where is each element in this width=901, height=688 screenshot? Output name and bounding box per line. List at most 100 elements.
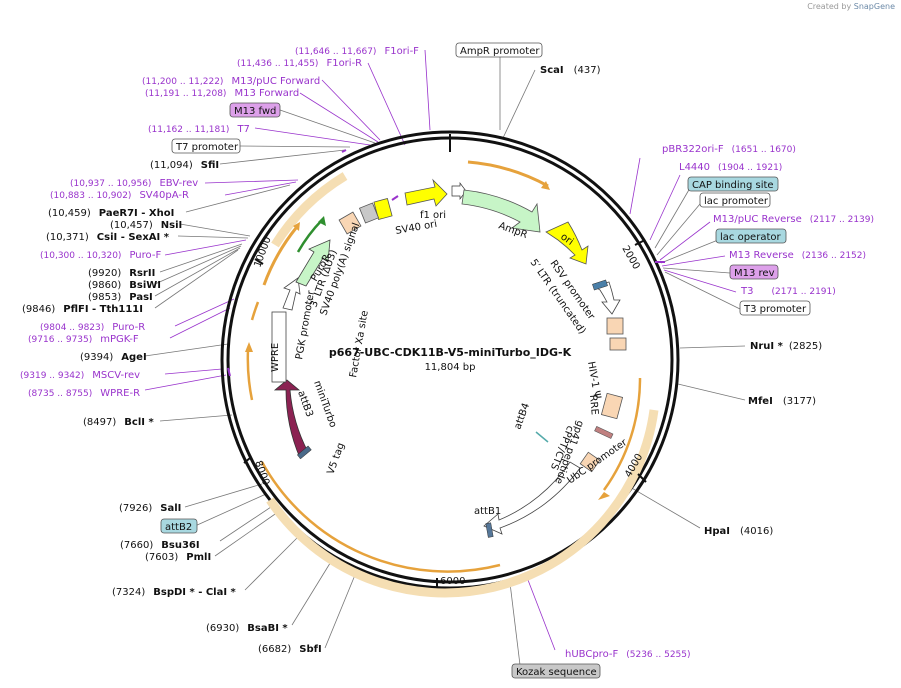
enzyme-pflfi: (9846)PflFI - Tth111I	[22, 304, 143, 315]
label-factor-xa: Factor Xa site	[348, 310, 371, 379]
leader-hpai	[629, 486, 701, 529]
leader-pbr322ori	[629, 157, 641, 215]
wpre-box	[271, 311, 287, 383]
leader-lac-promoter	[656, 203, 701, 256]
leader-t7	[254, 127, 371, 146]
enzyme-csii: (10,371)CsiI - SexAI *	[46, 232, 170, 243]
enzyme-bsiwi: (9860)BsiWI	[88, 280, 161, 291]
leader-m13puc-forward	[321, 79, 381, 141]
orf-arrow-left	[246, 349, 254, 401]
leader-scai	[502, 69, 536, 139]
leader-sv40pa	[224, 181, 297, 196]
primer-pbr322ori: pBR322ori-F(1651 .. 1670)	[662, 144, 796, 155]
orf-band-left	[271, 172, 348, 248]
leader-bsu36i	[219, 504, 275, 542]
box-kozak: Kozak sequence	[516, 667, 597, 678]
snapgene-brand: Created by SnapGene	[807, 2, 895, 11]
plasmid-backbone	[220, 130, 680, 598]
label-miniturbo: miniTurbo	[311, 379, 338, 429]
features	[227, 149, 665, 538]
pgk-promoter-arrow	[282, 277, 301, 311]
gp41-box	[594, 425, 614, 439]
enzyme-sfii: (11,094)SfiI	[150, 160, 219, 171]
leader-m13-rev-primer	[661, 255, 726, 267]
gray-box-feature	[358, 202, 380, 224]
leader-attb2	[194, 493, 267, 527]
primer-hubcpro-f: hUBCpro-F(5236 .. 5255)	[565, 649, 691, 660]
leader-t7-promoter	[239, 145, 351, 148]
leader-sfii	[219, 149, 346, 165]
cppt-box	[579, 451, 601, 473]
leader-sbfi	[324, 574, 356, 649]
label-wpre: WPRE	[270, 343, 281, 372]
sv40-ori-box	[373, 198, 393, 220]
plasmid-name: p667-UBC-CDK11B-V5-miniTurbo_IDG-K	[329, 346, 572, 359]
enzyme-sali: (7926)SalI	[119, 503, 181, 514]
primer-t7: (11,162 .. 11,181)T7	[148, 124, 250, 135]
primer-f1ori-f: (11,646 .. 11,667)F1ori-F	[295, 46, 419, 57]
enzyme-hpai: HpaI(4016)	[704, 526, 773, 537]
leader-bsabi	[291, 559, 333, 626]
leader-bcli	[159, 414, 233, 422]
leader-bsiwi	[154, 245, 242, 285]
leader-kozak	[509, 582, 521, 666]
leader-rsrii	[159, 243, 243, 273]
sv40-polya-box	[338, 211, 362, 235]
tick-label-8000: 8000	[252, 459, 271, 487]
label-f1-ori: f1 ori	[420, 210, 446, 221]
leader-csii	[177, 235, 249, 239]
enzyme-nrui: NruI *(2825)	[750, 341, 822, 352]
orf-arrow-top	[467, 160, 549, 188]
tick-label-2000: 2000	[619, 244, 641, 272]
box-m13-rev: M13 rev	[734, 268, 775, 279]
psi-box	[609, 337, 627, 351]
primer-f1ori-r: (11,436 .. 11,455)F1ori-R	[237, 58, 362, 69]
enzyme-agei: (9394)AgeI	[80, 352, 147, 363]
leader-nrui	[679, 345, 746, 349]
plasmid-title: p667-UBC-CDK11B-V5-miniTurbo_IDG-K 11,80…	[329, 346, 572, 373]
enzyme-scai: ScaI(437)	[540, 65, 601, 76]
leader-t3	[663, 269, 737, 293]
enzyme-bspdi: (7324)BspDI * - ClaI *	[112, 587, 237, 598]
ampr-arrow	[461, 189, 541, 233]
leader-m13fwd	[279, 109, 376, 144]
primer-m13-reverse: M13 Reverse(2136 .. 2152)	[729, 250, 866, 261]
leader-sali	[184, 483, 263, 508]
puror-arrow	[295, 239, 331, 287]
enzyme-rsrii: (9920)RsrII	[88, 268, 155, 279]
box-lac-operator: lac operator	[720, 232, 781, 243]
leader-bspdi	[244, 534, 301, 591]
primer-m13puc-forward: (11,200 .. 11,222)M13/pUC Forward	[142, 76, 320, 87]
tick-2000	[634, 239, 646, 246]
primer-mscv-rev: (9319 .. 9342)MSCV-rev	[20, 370, 140, 381]
enzyme-sbfi: (6682)SbfI	[258, 644, 322, 655]
label-v5-tag: V5 tag	[325, 441, 347, 476]
box-ampr-promoter: AmpR promoter	[460, 46, 540, 57]
leader-mfei	[677, 383, 746, 401]
leader-puro-r	[174, 298, 235, 327]
leader-hubcpro	[527, 579, 556, 651]
tick-label-6000: 6000	[440, 576, 465, 587]
leader-f1ori-r	[367, 62, 406, 146]
tick-4000	[637, 473, 647, 483]
leader-mscv	[164, 368, 223, 375]
boxed-labels: AmpR promoter M13 fwd T7 promoter CAP bi…	[160, 42, 811, 679]
ubc-promoter-arrow	[483, 461, 581, 535]
orf-arrow-bottom	[260, 461, 501, 573]
attb4-line	[535, 431, 549, 443]
rre-box	[600, 392, 624, 420]
enzyme-bcli: (8497)BclI *	[83, 417, 154, 428]
enzyme-xhoi: (10,459)PaeR7I - XhoI	[48, 208, 174, 219]
box-t3-promoter: T3 promoter	[743, 304, 807, 315]
leader-wpre-r	[144, 374, 227, 391]
ticks	[243, 134, 647, 588]
primer-m13-forward: (11,191 .. 11,208)M13 Forward	[145, 88, 299, 99]
enzyme-pasi: (9853)PasI	[88, 292, 153, 303]
attb1-box	[485, 522, 494, 538]
leader-f1ori-f	[424, 49, 431, 131]
primer-m13puc-reverse: M13/pUC Reverse(2117 .. 2139)	[713, 214, 874, 225]
plasmid-length: 11,804 bp	[425, 362, 476, 373]
leader-m13-forward	[299, 92, 379, 143]
leader-pflfi	[154, 249, 239, 309]
